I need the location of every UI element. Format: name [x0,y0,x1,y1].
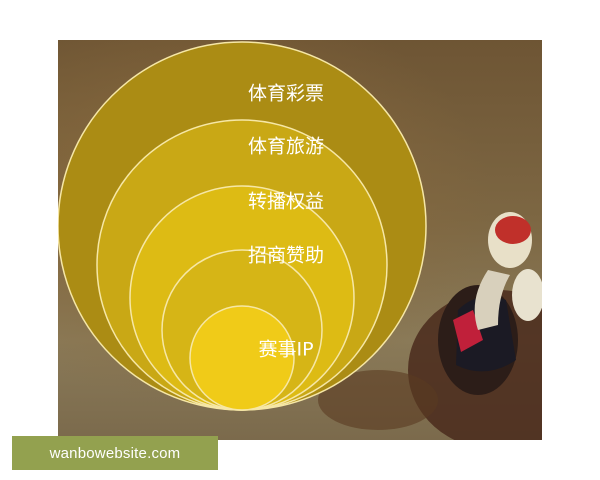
horse-racing-photo [318,212,542,440]
jockey-and-horse-silhouette [318,212,542,440]
circle-layer-5 [189,305,295,411]
circle-label-2: 体育旅游 [248,136,324,158]
watermark-text: wanbowebsite.com [49,444,181,462]
circle-label-1: 体育彩票 [248,83,324,105]
circle-label-4: 招商赞助 [248,245,324,267]
circle-label-3: 转播权益 [248,191,324,213]
concentric-circles-diagram: 体育彩票 体育旅游 转播权益 招商赞助 赛事IP [58,41,427,411]
watermark-badge: wanbowebsite.com [12,436,218,470]
background-photo-panel: 体育彩票 体育旅游 转播权益 招商赞助 赛事IP [58,40,542,440]
circle-label-5: 赛事IP [258,339,313,361]
